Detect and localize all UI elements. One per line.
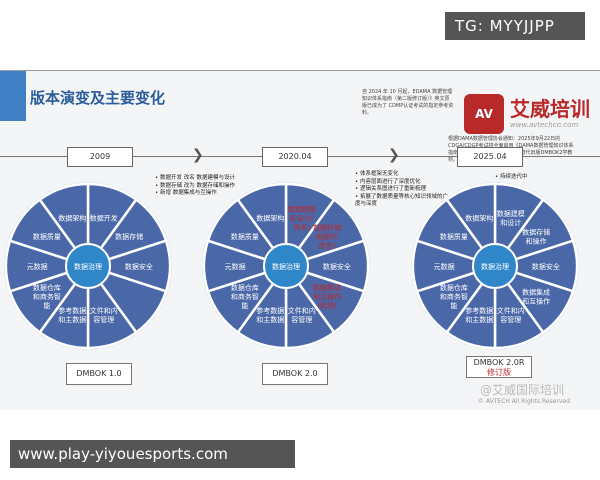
dmbok-wheels: 数据开发数据存储数据安全文件和内容管理参考数据和主数据数据仓库和商务智能元数据数… (4, 182, 579, 350)
center-label: 数据治理 (74, 262, 102, 271)
segment-label: 数据仓库和商务智能 (440, 283, 468, 310)
center-label: 数据治理 (481, 262, 509, 271)
wheel-segment (236, 182, 288, 270)
segment-label: 数据存储和操作 (522, 228, 550, 246)
watermark: @艾威国际培训 (480, 383, 565, 397)
bullet: 内容层面进行了深度优化 (360, 178, 421, 185)
segment-label: 数据质量 (231, 232, 259, 241)
version-name: DMBOK 2.0R (473, 358, 525, 367)
segment-label: 数据开发 (90, 214, 118, 223)
year-2020: 2020.04 (262, 147, 328, 167)
segment-label: 数据安全 (532, 262, 560, 271)
accent-bar (0, 71, 26, 121)
segment-label: 元数据 (27, 262, 48, 271)
center-hub (65, 243, 111, 289)
wheel: 数据建模和设计数据存储和操作数据安全数据集成和互操作文件和内容管理参考数据和主数… (411, 182, 579, 350)
tg-label: TG: MYYJJPP (445, 12, 585, 40)
segment-label: 数据架构 (58, 214, 86, 223)
segment-label: 文件和内容管理 (90, 306, 118, 324)
bullet: 逻辑关系图进行了重新梳理 (360, 186, 427, 192)
center-label: 数据治理 (272, 262, 300, 271)
segment-label: 参考数据和主数据 (58, 306, 86, 324)
slide-image: 版本演变及主要变化 自 2024 年 10 月起，EDAMA 数据管理知识体系指… (0, 70, 600, 410)
segment-label: 数据安全 (323, 262, 351, 271)
bullet: 数据存储 改为 数据存储和操作 (160, 182, 235, 189)
center-hub (472, 243, 518, 289)
bullet: 体系框架无变化 (360, 171, 399, 177)
segment-label: 数据仓库和商务智能 (33, 283, 61, 310)
segment-label: 数据架构 (256, 214, 284, 223)
site-url-banner: www.play-yiyouesports.com (10, 440, 295, 468)
segment-label: 元数据 (434, 262, 455, 271)
bullet: 新增 数据集成与互操作 (160, 190, 217, 196)
avtech-logo: AV (464, 94, 504, 134)
version-label: DMBOK 1.0 (66, 363, 132, 385)
segment-label: 数据仓库和商务智能 (231, 283, 259, 310)
segment-label: 数据建模和设计(改名) (288, 205, 316, 232)
slide-title: 版本演变及主要变化 (30, 89, 166, 107)
segment-label: 数据质量 (33, 232, 61, 241)
changes-2020: • 数据开发 改名 数据建模与设计 • 数据存储 改为 数据存储和操作 • 新增… (155, 175, 235, 196)
bullet: 持续迭代中 (500, 174, 528, 180)
segment-label: 参考数据和主数据 (465, 306, 493, 324)
brand-name: 艾威培训 (510, 97, 590, 121)
segment-label: 数据存储和操作(改名) (313, 223, 341, 250)
segment-label: 数据集成和互操作(新增) (313, 283, 341, 310)
chevron-right-icon: ❯ (388, 147, 400, 163)
version-label: DMBOK 2.0 (262, 363, 328, 385)
segment-label: 数据集成和互操作 (522, 287, 550, 305)
segment-label: 文件和内容管理 (497, 306, 525, 324)
center-hub (263, 243, 309, 289)
year-2009: 2009 (67, 147, 133, 167)
segment-label: 数据存储 (115, 232, 143, 241)
segment-label: 数据架构 (465, 214, 493, 223)
version-sub: 修订版 (487, 368, 511, 377)
segment-label: 文件和内容管理 (288, 306, 316, 324)
segment-label: 数据质量 (440, 232, 468, 241)
copyright: © AVTECH All Rights Reserved (478, 398, 570, 405)
changes-future: • 持续迭代中 (495, 174, 528, 180)
wheel-segment (38, 182, 90, 270)
note-top: 自 2024 年 10 月起，EDAMA 数据管理知识体系指南（第二版修订版）》… (362, 89, 454, 116)
segment-label: 数据建模和设计 (497, 209, 525, 227)
wheel-segment (445, 182, 497, 270)
segment-label: 元数据 (225, 262, 246, 271)
segment-label: 数据安全 (125, 262, 153, 271)
bullet: 数据开发 改名 数据建模与设计 (160, 175, 235, 181)
chevron-right-icon: ❯ (192, 147, 204, 163)
bullet: 拓展了数据质量等核心知识领域的广度与深度 (355, 193, 449, 208)
wheel: 数据建模和设计(改名)数据存储和操作(改名) 数据安全数据集成和互操作(新增)文件… (202, 182, 370, 350)
year-2025: 2025.04 (457, 147, 523, 167)
segment-label: 参考数据和主数据 (256, 306, 284, 324)
brand-url: www.avtechcn.com (510, 121, 579, 129)
changes-2025: • 体系框架无变化 • 内容层面进行了深度优化 • 逻辑关系图进行了重新梳理 •… (355, 171, 449, 208)
